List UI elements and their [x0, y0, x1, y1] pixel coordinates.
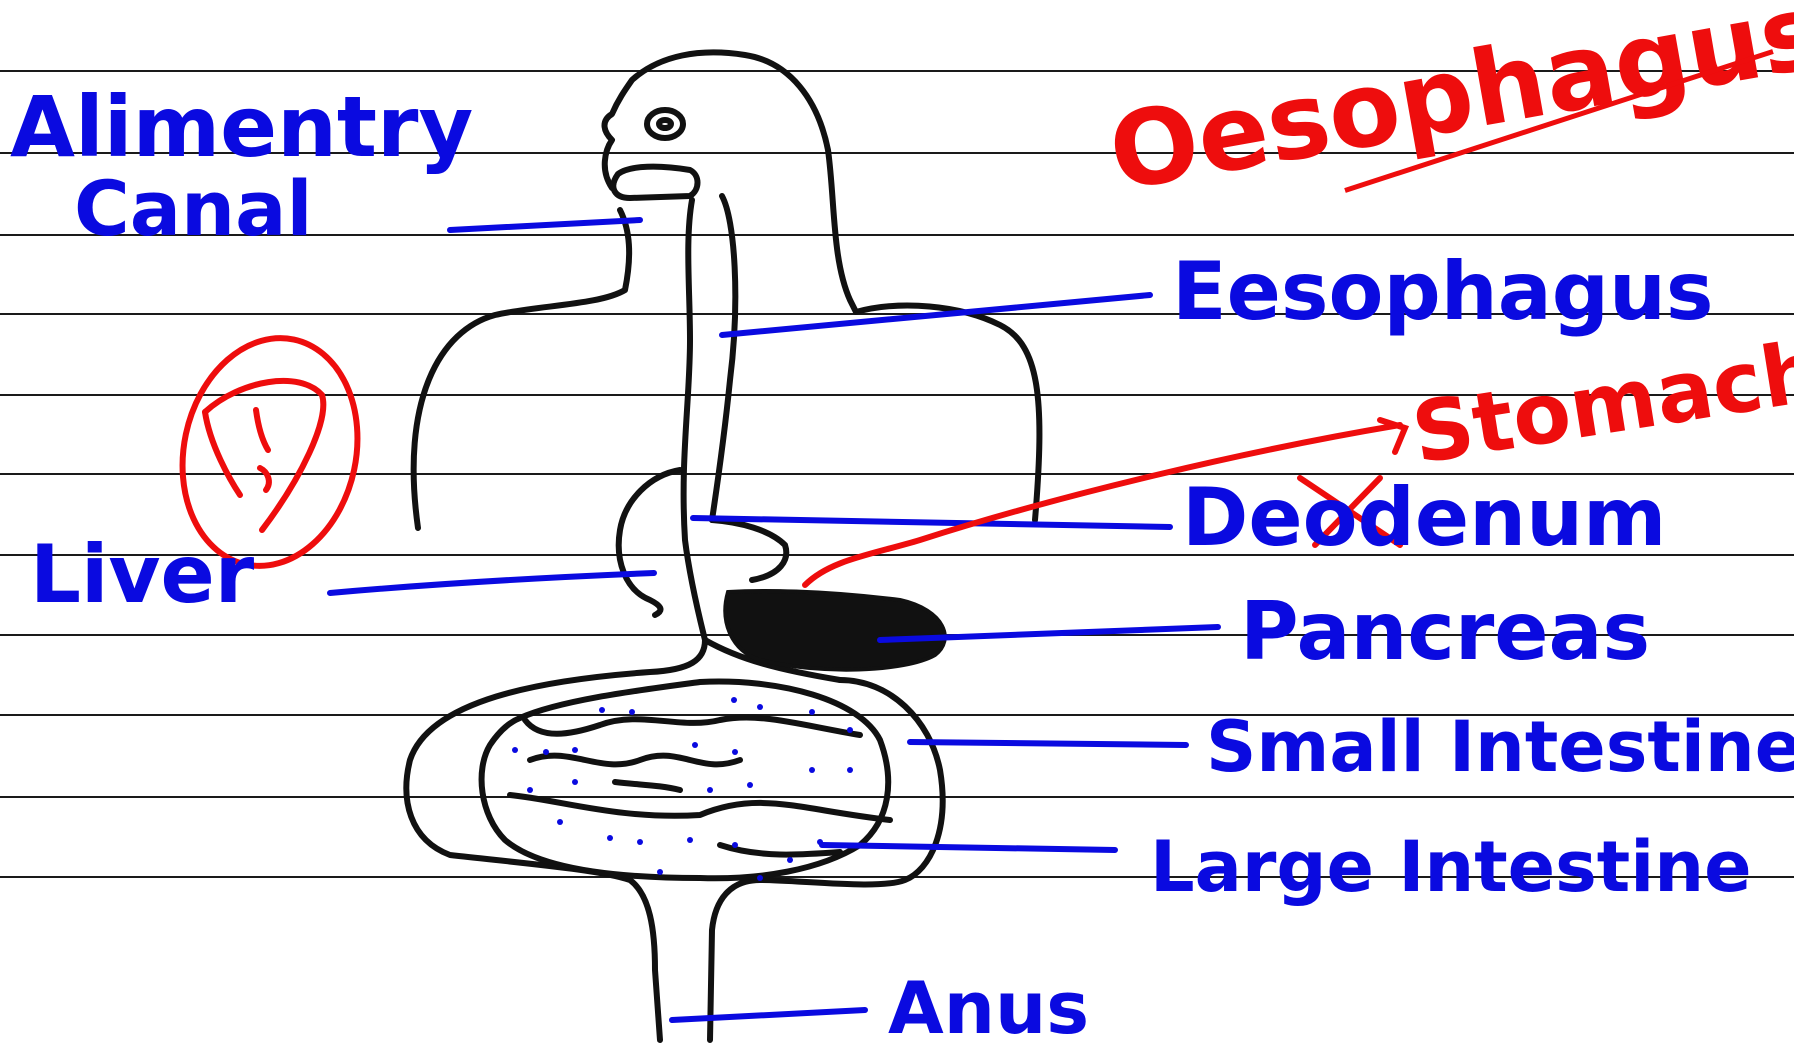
liver-sketch-shape: [260, 468, 269, 490]
tube-lower: [406, 640, 705, 1040]
label-liver: Liver: [30, 535, 254, 615]
label-esophagus: Eesophagus: [1172, 252, 1714, 332]
esophagus-tube-right: [712, 196, 735, 520]
liver-sketch-shape: [205, 381, 323, 530]
pointer-anus: [672, 1010, 865, 1020]
label-small-intestine: Small Intestine: [1206, 712, 1794, 782]
label-alimentary-line2: Canal: [74, 171, 473, 247]
body-outline-left: [414, 210, 630, 528]
label-alimentary-canal: Alimentry Canal: [10, 85, 473, 247]
pointer-small-intestine: [910, 742, 1186, 745]
body-outline-right: [856, 306, 1039, 520]
pointer-liver: [330, 573, 654, 593]
pancreas-fill: [725, 591, 944, 670]
label-pancreas: Pancreas: [1240, 592, 1650, 672]
liver-sketch-shape: [205, 412, 240, 495]
stomach-outline: [712, 520, 786, 580]
liver-outline: [619, 470, 680, 615]
esophagus-tube-left: [684, 200, 705, 640]
pointer-duodenum: [693, 518, 1170, 527]
label-alimentary-line1: Alimentry: [10, 85, 473, 169]
label-large-intestine: Large Intestine: [1150, 832, 1752, 902]
liver-sketch-shape: [256, 410, 268, 450]
small-intestine-fold: [525, 718, 860, 735]
small-intestine-fold: [530, 756, 740, 765]
head-outline: [605, 52, 857, 312]
pointer-esophagus: [722, 295, 1150, 335]
label-duodenum: Deodenum: [1182, 478, 1666, 558]
large-intestine-outline: [482, 682, 889, 879]
pointer-alimentary-canal: [450, 220, 640, 230]
small-intestine-fold: [510, 795, 890, 820]
pointer-large-intestine: [822, 845, 1115, 850]
mouth-outline: [613, 167, 697, 198]
small-intestine-fold: [615, 782, 680, 790]
eye: [647, 110, 683, 138]
label-anus: Anus: [888, 972, 1089, 1044]
pupil: [659, 120, 671, 128]
